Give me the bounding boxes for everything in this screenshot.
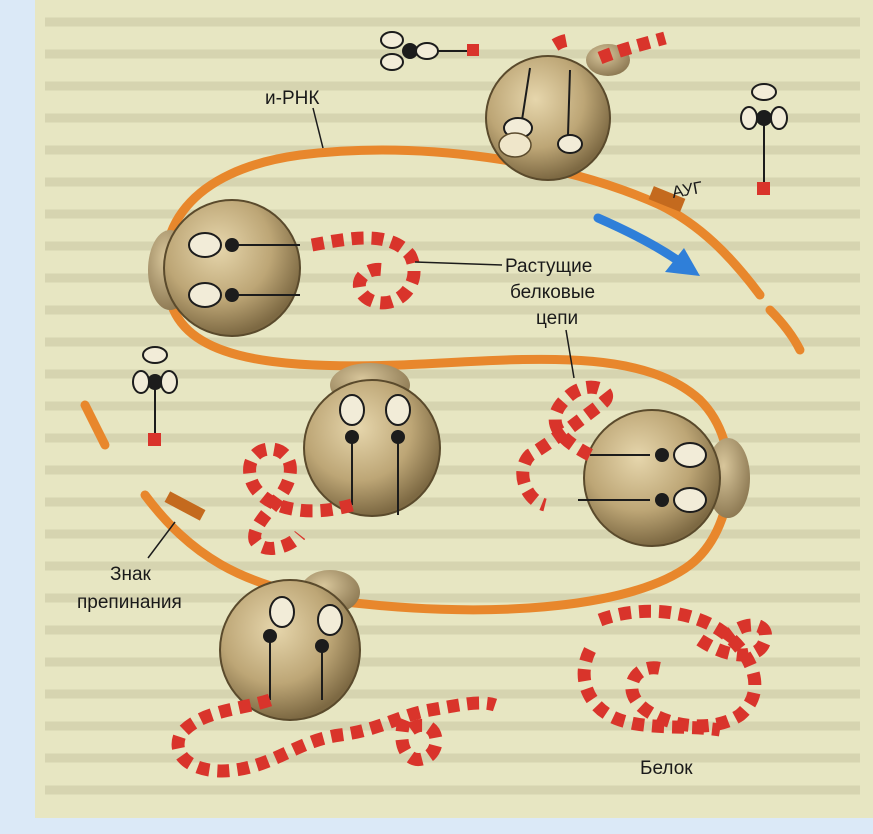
- growing-chains-label-line1: Растущие: [505, 256, 592, 277]
- stop-sign-label-line2: препинания: [77, 592, 182, 613]
- frame-left: [0, 0, 35, 834]
- protein-label: Белок: [640, 758, 693, 779]
- growing-chains-label-line3: цепи: [536, 308, 578, 329]
- mrna-label-text: и-РНК: [265, 88, 319, 109]
- growing-chains-label-line2: белковые: [510, 282, 595, 303]
- stop-sign-label-line1: Знак: [110, 564, 152, 585]
- frame-bottom: [0, 818, 873, 834]
